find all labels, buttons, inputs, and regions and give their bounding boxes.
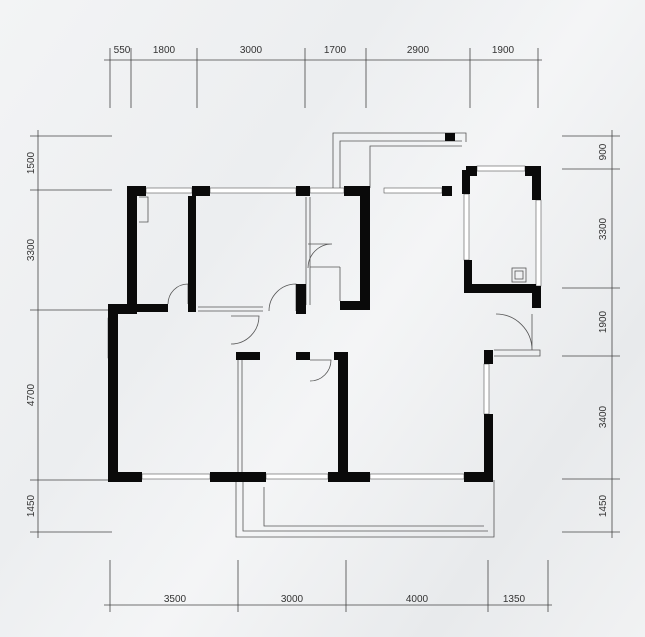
dim-top-1: 550 [114,45,131,56]
dim-bottom-3: 4000 [406,594,429,605]
dim-top-6: 1900 [492,45,515,56]
walls [108,133,541,482]
dim-right-5: 1450 [598,494,609,517]
right-dimension-line: 900 3300 1900 3400 1450 [562,130,620,538]
dim-right-2: 3300 [598,217,609,240]
dim-bottom-1: 3500 [164,594,187,605]
dim-top-5: 2900 [407,45,430,56]
dim-right-4: 3400 [598,405,609,428]
dim-bottom-4: 1350 [503,594,526,605]
dim-left-3: 4700 [26,383,37,406]
dim-left-4: 1450 [26,494,37,517]
dim-bottom-2: 3000 [281,594,304,605]
dim-right-1: 900 [598,143,609,160]
door-swings [167,243,533,382]
dim-left-1: 1500 [26,151,37,174]
dim-top-4: 1700 [324,45,347,56]
bottom-dimension-line: 3500 3000 4000 1350 [104,560,552,612]
dim-top-2: 1800 [153,45,176,56]
windows [107,165,542,480]
left-dimension-line: 1500 3300 4700 1450 [26,130,112,538]
dim-top-3: 3000 [240,45,263,56]
dim-left-2: 3300 [26,238,37,261]
dim-right-3: 1900 [598,310,609,333]
top-dimension-line: 550 1800 3000 1700 2900 1900 [104,45,542,108]
